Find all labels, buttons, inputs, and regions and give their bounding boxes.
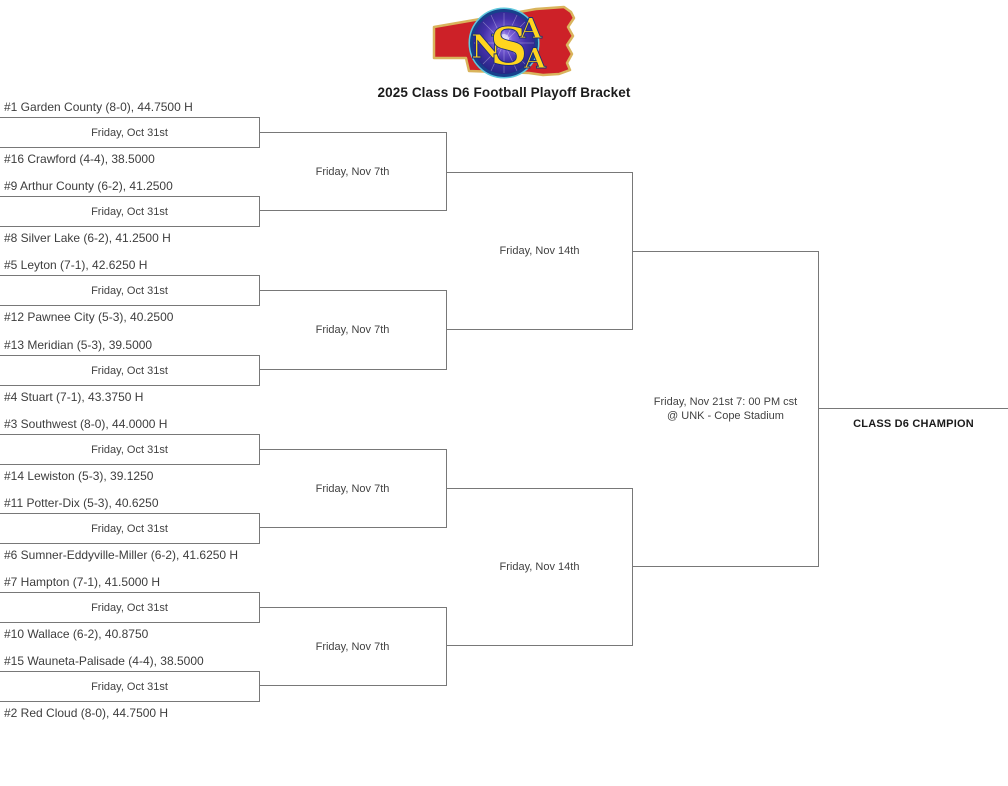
game-box: Friday, Oct 31st [0,275,260,306]
game-box: Friday, Oct 31st [0,117,260,148]
team-name: #9 Arthur County (6-2), 41.2500 [4,179,173,193]
team-name: #8 Silver Lake (6-2), 41.2500 H [4,231,171,245]
team-name: #4 Stuart (7-1), 43.3750 H [4,390,144,404]
game-date: Friday, Nov 14th [499,245,580,257]
team-name: #5 Leyton (7-1), 42.6250 H [4,258,148,272]
game-date: Friday, Oct 31st [91,601,168,614]
round2-game-3: Friday, Nov 7th [259,449,447,528]
game-date: Friday, Nov 7th [315,482,390,495]
team-name: #13 Meridian (5-3), 39.5000 [4,338,153,352]
team-name: #16 Crawford (4-4), 38.5000 [4,152,155,166]
final-game: Friday, Nov 21st 7: 00 PM cst @ UNK - Co… [633,251,819,567]
round2-game-4: Friday, Nov 7th [259,607,447,686]
game-date: Friday, Oct 31st [91,284,168,297]
game-date: Friday, Oct 31st [91,126,168,139]
round1-game-2: #9 Arthur County (6-2), 41.2500 Friday, … [0,179,260,245]
game-box: Friday, Oct 31st [0,513,260,544]
page-title: 2025 Class D6 Football Playoff Bracket [377,85,631,100]
game-date: Friday, Oct 31st [91,680,168,693]
team-name: #6 Sumner-Eddyville-Miller (6-2), 41.625… [4,548,239,562]
round1-game-3: #5 Leyton (7-1), 42.6250 H Friday, Oct 3… [0,258,260,324]
team-name: #10 Wallace (6-2), 40.8750 [4,627,149,641]
team-name: #11 Potter-Dix (5-3), 40.6250 [4,496,159,510]
game-box: Friday, Oct 31st [0,355,260,386]
game-date: Friday, Oct 31st [91,443,168,456]
round2-game-2: Friday, Nov 7th [259,290,447,370]
team-name: #2 Red Cloud (8-0), 44.7500 H [4,706,169,720]
round1-game-1: #1 Garden County (8-0), 44.7500 H Friday… [0,100,260,166]
team-name: #3 Southwest (8-0), 44.0000 H [4,417,168,431]
logo-letter-a2: A [523,42,547,75]
game-date: Friday, Nov 7th [315,165,390,178]
round2-game-1: Friday, Nov 7th [259,132,447,211]
round1-game-5: #3 Southwest (8-0), 44.0000 H Friday, Oc… [0,417,260,483]
logo-letters: N S A A [471,12,548,79]
team-name: #1 Garden County (8-0), 44.7500 H [4,100,193,114]
team-name: #15 Wauneta-Palisade (4-4), 38.5000 [4,654,204,668]
game-date: Friday, Oct 31st [91,205,168,218]
team-name: #12 Pawnee City (5-3), 40.2500 [4,310,174,324]
game-box: Friday, Oct 31st [0,592,260,623]
game-box: Friday, Oct 31st [0,196,260,227]
game-box: Friday, Oct 31st [0,671,260,702]
nsaa-logo: N S A A [432,5,576,79]
round1-game-4: #13 Meridian (5-3), 39.5000 Friday, Oct … [0,338,260,404]
game-date: Friday, Oct 31st [91,364,168,377]
final-venue: @ UNK - Cope Stadium [667,410,784,422]
game-date: Friday, Nov 7th [315,640,390,653]
champion-label: CLASS D6 CHAMPION [853,418,974,430]
round1-game-6: #11 Potter-Dix (5-3), 40.6250 Friday, Oc… [0,496,260,562]
game-box: Friday, Oct 31st [0,434,260,465]
game-date: Friday, Nov 14th [499,561,580,573]
round1-game-7: #7 Hampton (7-1), 41.5000 H Friday, Oct … [0,575,260,641]
semifinal-game-2: Friday, Nov 14th [447,488,633,646]
final-date: Friday, Nov 21st 7: 00 PM cst [653,396,798,408]
logo-letter-a1: A [519,12,543,45]
logo-letter-n: N [471,27,501,66]
team-name: #14 Lewiston (5-3), 39.1250 [4,469,154,483]
game-date: Friday, Nov 7th [315,324,390,336]
logo-circle-icon [468,7,540,79]
game-date: Friday, Oct 31st [91,522,168,535]
semifinal-game-1: Friday, Nov 14th [447,172,633,330]
logo-letter-s: S [490,17,528,78]
team-name: #7 Hampton (7-1), 41.5000 H [4,575,161,589]
round1-game-8: #15 Wauneta-Palisade (4-4), 38.5000 Frid… [0,654,260,720]
champion-line [819,408,1008,409]
